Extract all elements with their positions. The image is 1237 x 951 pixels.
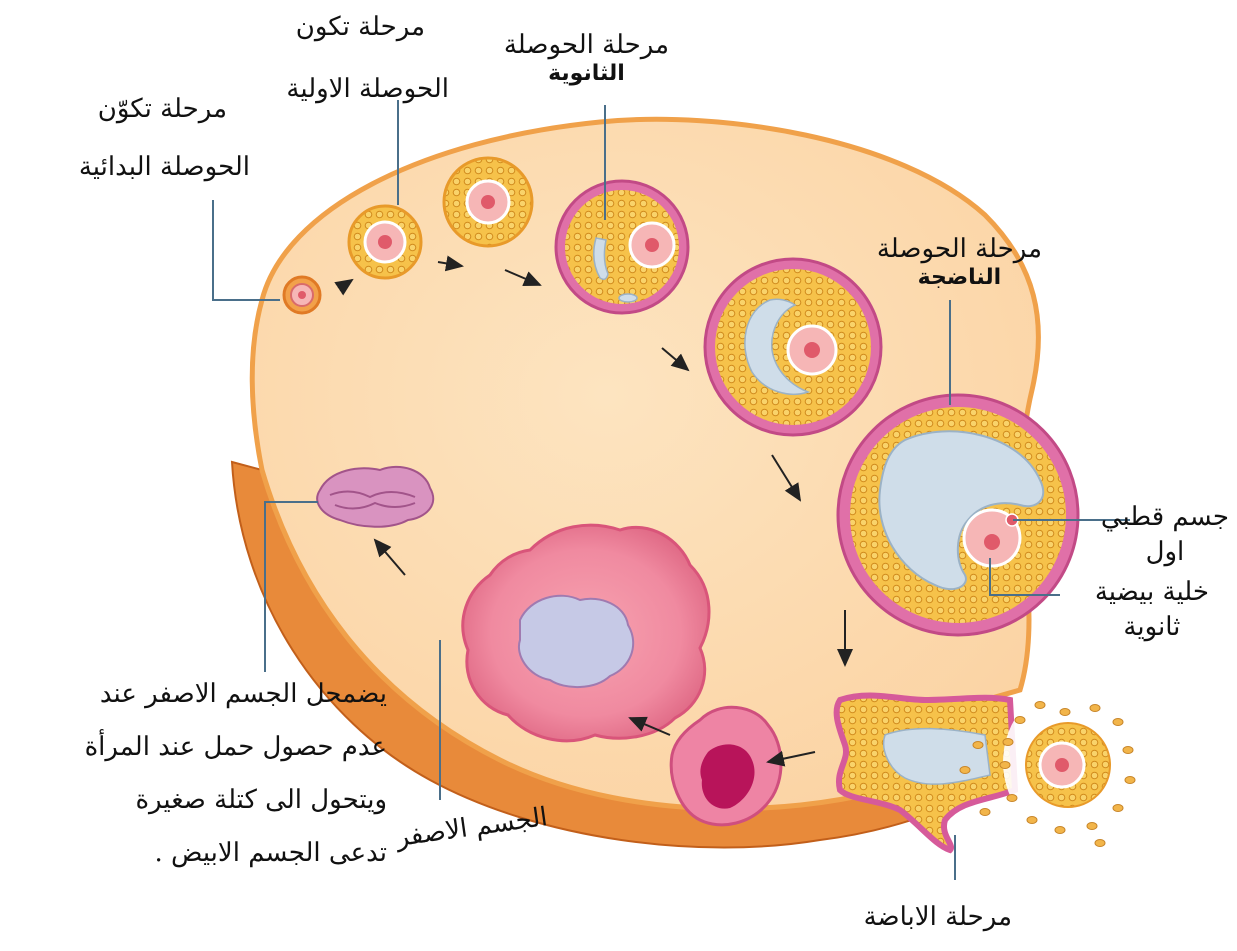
secondary-follicle <box>556 181 688 313</box>
polar-body-line2: اول <box>1101 535 1229 570</box>
ovulation-label: مرحلة الاباضة <box>864 900 1012 935</box>
note-line-3: ويتحول الى كتلة صغيرة <box>9 774 387 827</box>
note-line-2: عدم حصول حمل عند المرأة <box>9 721 387 774</box>
secondary-label-line2: الثانوية <box>504 63 669 85</box>
polar-body-label: جسم قطبي اول <box>1101 500 1229 570</box>
primary-follicle-label-2: الحوصلة الاولية <box>286 72 449 107</box>
note-line-4: تدعى الجسم الابيض . <box>9 827 387 880</box>
primordial-label-line1: مرحلة تكوّن <box>98 92 227 127</box>
note-line-1: يضمحل الجسم الاصفر عند <box>9 668 387 721</box>
primordial-follicle-label-2: الحوصلة البدائية <box>79 150 250 185</box>
primordial-label-line2: الحوصلة البدائية <box>79 150 250 185</box>
mature-label-line1: مرحلة الحوصلة <box>877 232 1042 267</box>
ovulation-label-text: مرحلة الاباضة <box>864 900 1012 935</box>
primary-label-line2: الحوصلة الاولية <box>286 72 449 107</box>
antral-follicle <box>705 259 881 435</box>
mature-follicle <box>838 395 1078 635</box>
primary-label-line1: مرحلة تكون <box>296 10 425 45</box>
primordial-follicle-label: مرحلة تكوّن <box>98 92 227 127</box>
secondary-label-line1: مرحلة الحوصلة <box>504 28 669 63</box>
polar-body-line1: جسم قطبي <box>1101 500 1229 535</box>
mature-label-line2: الناضجة <box>877 267 1042 289</box>
primordial-follicle <box>284 277 320 313</box>
secondary-follicle-label: مرحلة الحوصلة الثانوية <box>504 28 669 85</box>
oocyte-label: خلية بيضية ثانوية <box>1095 575 1209 645</box>
corpus-albicans <box>317 467 433 527</box>
mature-follicle-label: مرحلة الحوصلة الناضجة <box>877 232 1042 289</box>
corpus-albicans-note: يضمحل الجسم الاصفر عند عدم حصول حمل عند … <box>9 668 387 880</box>
primary-follicle <box>349 206 421 278</box>
oocyte-line1: خلية بيضية <box>1095 575 1209 610</box>
primary-follicle-label: مرحلة تكون <box>296 10 425 45</box>
oocyte-line2: ثانوية <box>1095 610 1209 645</box>
growing-follicle <box>444 158 532 246</box>
